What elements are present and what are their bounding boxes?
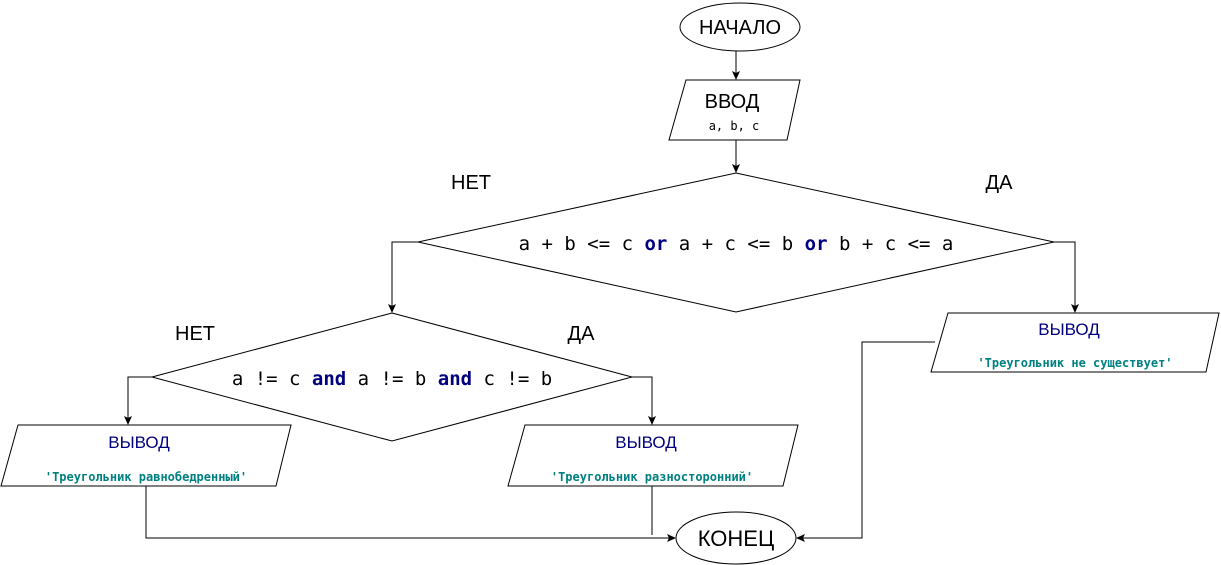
connector-decision1-yes — [1054, 241, 1079, 313]
decision1-keyword-1: or — [644, 233, 667, 255]
decision2-condition: a != c and a != b and c != b — [232, 368, 552, 390]
decision2-yes-label: ДА — [568, 323, 596, 345]
connectors — [124, 51, 1079, 542]
output-not-exists-text: 'Треугольник не существует' — [977, 356, 1172, 370]
connector-decision2-yes — [632, 376, 656, 425]
decision2-keyword-2: and — [438, 368, 472, 390]
decision2-node: a != c and a != b and c != b НЕТ ДА — [150, 312, 634, 442]
output-scalene-node: ВЫВОД 'Треугольник разносторонний' — [507, 424, 799, 487]
output-isosceles-text: 'Треугольник равнобедренный' — [45, 470, 247, 484]
connector-decision2-no — [124, 376, 152, 425]
decision2-no-label: НЕТ — [175, 323, 215, 345]
end-label: КОНЕЦ — [698, 526, 775, 551]
decision1-part-1: a + b <= c — [519, 233, 645, 255]
connector-decision1-no — [388, 241, 418, 313]
end-node: КОНЕЦ — [675, 511, 797, 565]
decision1-yes-label: ДА — [986, 172, 1014, 194]
decision2-part-1: a != c — [232, 368, 312, 390]
input-title: ВВОД — [705, 91, 760, 113]
decision2-part-3: c != b — [472, 368, 552, 390]
input-vars: a, b, c — [709, 119, 760, 133]
output-not-exists-title: ВЫВОД — [1038, 320, 1100, 339]
connector-isosceles-to-end — [145, 486, 676, 542]
decision1-node: a + b <= c or a + c <= b or b + c <= a Н… — [417, 172, 1055, 313]
output-isosceles-title: ВЫВОД — [108, 433, 170, 452]
output-scalene-text: 'Треугольник разносторонний' — [551, 470, 753, 484]
output-isosceles-node: ВЫВОД 'Треугольник равнобедренный' — [0, 424, 292, 487]
decision1-no-label: НЕТ — [451, 172, 491, 194]
output-not-exists-node: ВЫВОД 'Треугольник не существует' — [930, 312, 1220, 373]
decision1-part-3: b + c <= a — [828, 233, 954, 255]
decision1-part-2: a + c <= b — [667, 233, 804, 255]
decision1-condition: a + b <= c or a + c <= b or b + c <= a — [519, 233, 954, 255]
connector-not-exists-to-end — [796, 341, 935, 542]
start-node: НАЧАЛО — [679, 2, 801, 52]
output-scalene-title: ВЫВОД — [615, 433, 677, 452]
start-label: НАЧАЛО — [699, 17, 781, 39]
input-node: ВВОД a, b, c — [668, 79, 801, 141]
decision2-keyword-1: and — [312, 368, 346, 390]
decision2-part-2: a != b — [346, 368, 438, 390]
decision1-keyword-2: or — [805, 233, 828, 255]
